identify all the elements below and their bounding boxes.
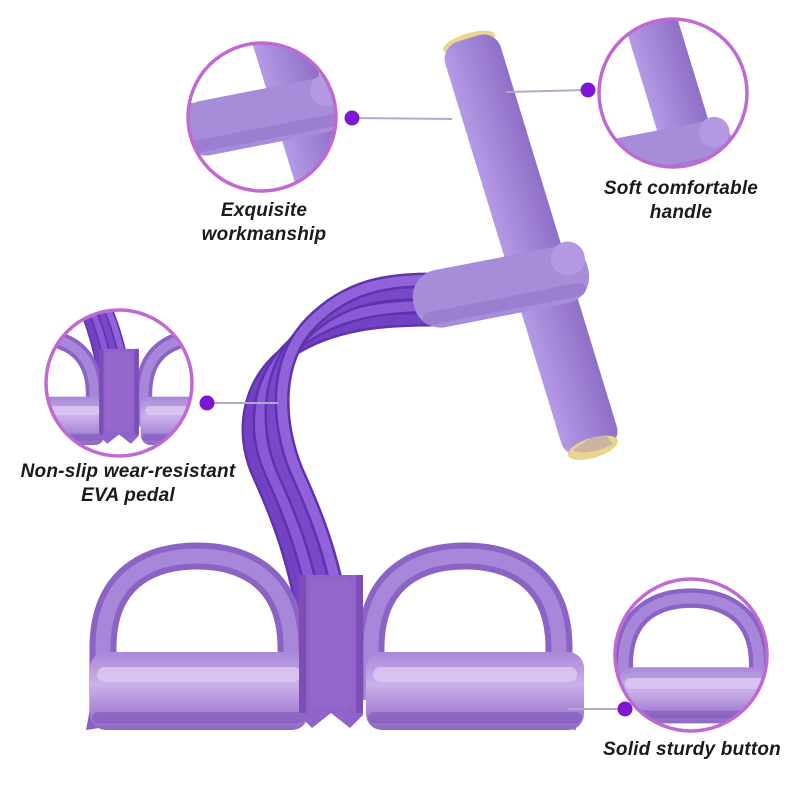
callout-label-workmanship-line1: Exquisite [220,200,308,221]
callout-zoom-content-workmanship [0,0,379,538]
leader-dot-pedal [199,395,215,411]
callout-label-button-line1: Solid sturdy button [603,739,781,760]
leader-dot-workmanship [344,110,360,126]
callout-label-pedal-line2: EVA pedal [81,485,175,506]
callout-label-button: Solid sturdy button [603,738,781,762]
callout-label-handle: Soft comfortable handle [604,177,758,225]
leader-line-handle [505,89,588,93]
leader-dots [199,82,633,717]
callout-circle-pedal [44,308,194,458]
leader-dot-button [617,701,633,717]
leader-lines [208,89,624,710]
callout-label-workmanship: Exquisite workmanship [202,199,327,247]
callout-label-pedal-line1: Non-slip wear-resistant [20,461,236,482]
callout-circle-workmanship [0,0,379,538]
callout-label-handle-line2: handle [649,202,713,223]
callout-label-pedal: Non-slip wear-resistant EVA pedal [21,460,236,508]
callout-circle-handle [597,17,749,169]
leader-line-workmanship [352,117,453,120]
callout-label-handle-line1: Soft comfortable [603,178,759,199]
callout-label-workmanship-line2: workmanship [201,224,327,245]
leader-dot-handle [580,82,596,98]
callout-circle-button [613,577,769,733]
